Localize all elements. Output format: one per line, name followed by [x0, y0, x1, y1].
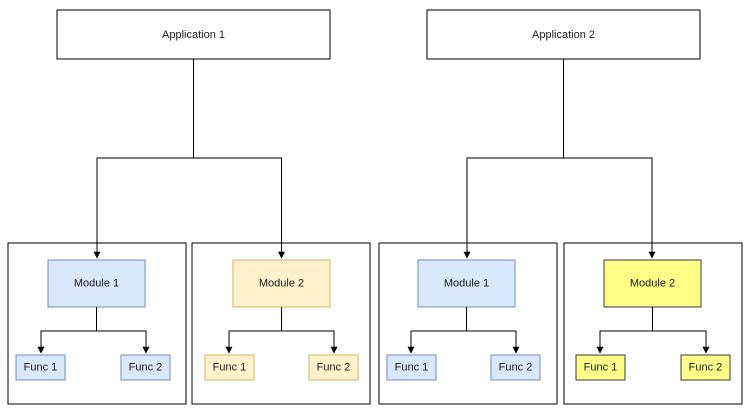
func-label: Func 2	[129, 361, 163, 373]
application-group-2: Application 2 Module 1 Func 1 Func 2 Mod…	[378, 9, 743, 405]
module-box[interactable]	[603, 259, 702, 308]
module-container-border	[191, 242, 371, 405]
module-container-border	[378, 242, 558, 405]
func-box[interactable]	[575, 354, 626, 381]
module-box[interactable]	[47, 259, 146, 308]
func-box[interactable]	[386, 354, 437, 381]
application-box[interactable]	[426, 9, 701, 60]
func-box[interactable]	[308, 354, 359, 381]
func-box[interactable]	[490, 354, 541, 381]
module-container-2: Module 2 Func 1 Func 2	[191, 242, 371, 405]
module-box[interactable]	[232, 259, 331, 308]
module-container-border	[7, 242, 187, 405]
connector-edge	[563, 157, 656, 259]
module-label: Module 1	[444, 277, 489, 289]
func-box[interactable]	[120, 354, 171, 381]
module-label: Module 2	[630, 277, 675, 289]
module-label: Module 2	[259, 277, 304, 289]
func-label: Func 2	[317, 361, 351, 373]
func-box[interactable]	[680, 354, 731, 381]
module-container-4: Module 2 Func 1 Func 2	[563, 242, 743, 405]
connector-edge	[596, 307, 653, 354]
connector-edge	[652, 330, 710, 354]
connector-edge	[96, 330, 150, 354]
func-label: Func 1	[584, 361, 618, 373]
connector-edge	[93, 59, 194, 259]
connector-edge	[281, 330, 338, 354]
connector-edge	[407, 307, 467, 354]
module-container-3: Module 1 Func 1 Func 2	[378, 242, 558, 405]
func-label: Func 1	[24, 361, 58, 373]
application-label: Application 2	[532, 29, 595, 41]
application-box[interactable]	[56, 9, 331, 60]
module-container-1: Module 1 Func 1 Func 2	[7, 242, 187, 405]
func-label: Func 2	[689, 361, 723, 373]
connector-edge	[466, 330, 520, 354]
func-box[interactable]	[204, 354, 255, 381]
func-box[interactable]	[15, 354, 66, 381]
connector-edge	[193, 157, 285, 259]
connector-edge	[225, 307, 282, 354]
connector-edge	[463, 59, 564, 259]
application-label: Application 1	[162, 29, 225, 41]
application-group-1: Application 1 Module 1 Func 1 Func 2 Mod…	[7, 9, 371, 405]
func-label: Func 1	[213, 361, 247, 373]
connector-edge	[37, 307, 97, 354]
func-label: Func 2	[499, 361, 533, 373]
func-label: Func 1	[395, 361, 429, 373]
module-label: Module 1	[74, 277, 119, 289]
module-container-border	[563, 242, 743, 405]
